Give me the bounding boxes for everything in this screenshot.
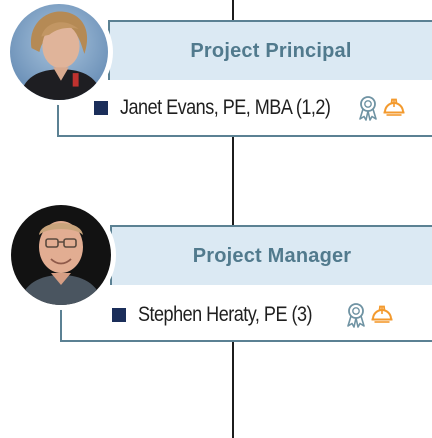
connector-line-top — [232, 0, 234, 22]
role-header: Project Principal — [108, 20, 432, 80]
avatar-photo — [11, 205, 111, 305]
role-card-project-manager: Project Manager Stephen Heraty, PE (3) — [0, 200, 432, 345]
connector-line-middle — [232, 136, 234, 226]
hardhat-icon — [370, 302, 394, 328]
team-member-row: Stephen Heraty, PE (3) — [112, 302, 394, 328]
connector-line-bottom — [232, 340, 234, 438]
role-title: Project Principal — [190, 39, 352, 62]
bullet-square — [112, 308, 126, 322]
role-body-frame — [60, 285, 432, 342]
certification-ribbon-icon — [344, 302, 368, 328]
hardhat-icon — [382, 95, 406, 121]
team-member-row: Janet Evans, PE, MBA (1,2) — [94, 95, 406, 121]
team-member-name: Janet Evans, PE, MBA (1,2) — [120, 96, 331, 119]
avatar-photo — [10, 4, 108, 100]
role-body-frame — [57, 80, 432, 137]
role-card-project-principal: Project Principal Janet Evans, PE, MBA (… — [0, 0, 432, 140]
team-member-name: Stephen Heraty, PE (3) — [138, 303, 313, 326]
certification-ribbon-icon — [356, 95, 380, 121]
role-header: Project Manager — [110, 225, 432, 285]
role-title: Project Manager — [192, 244, 352, 267]
bullet-square — [94, 101, 108, 115]
